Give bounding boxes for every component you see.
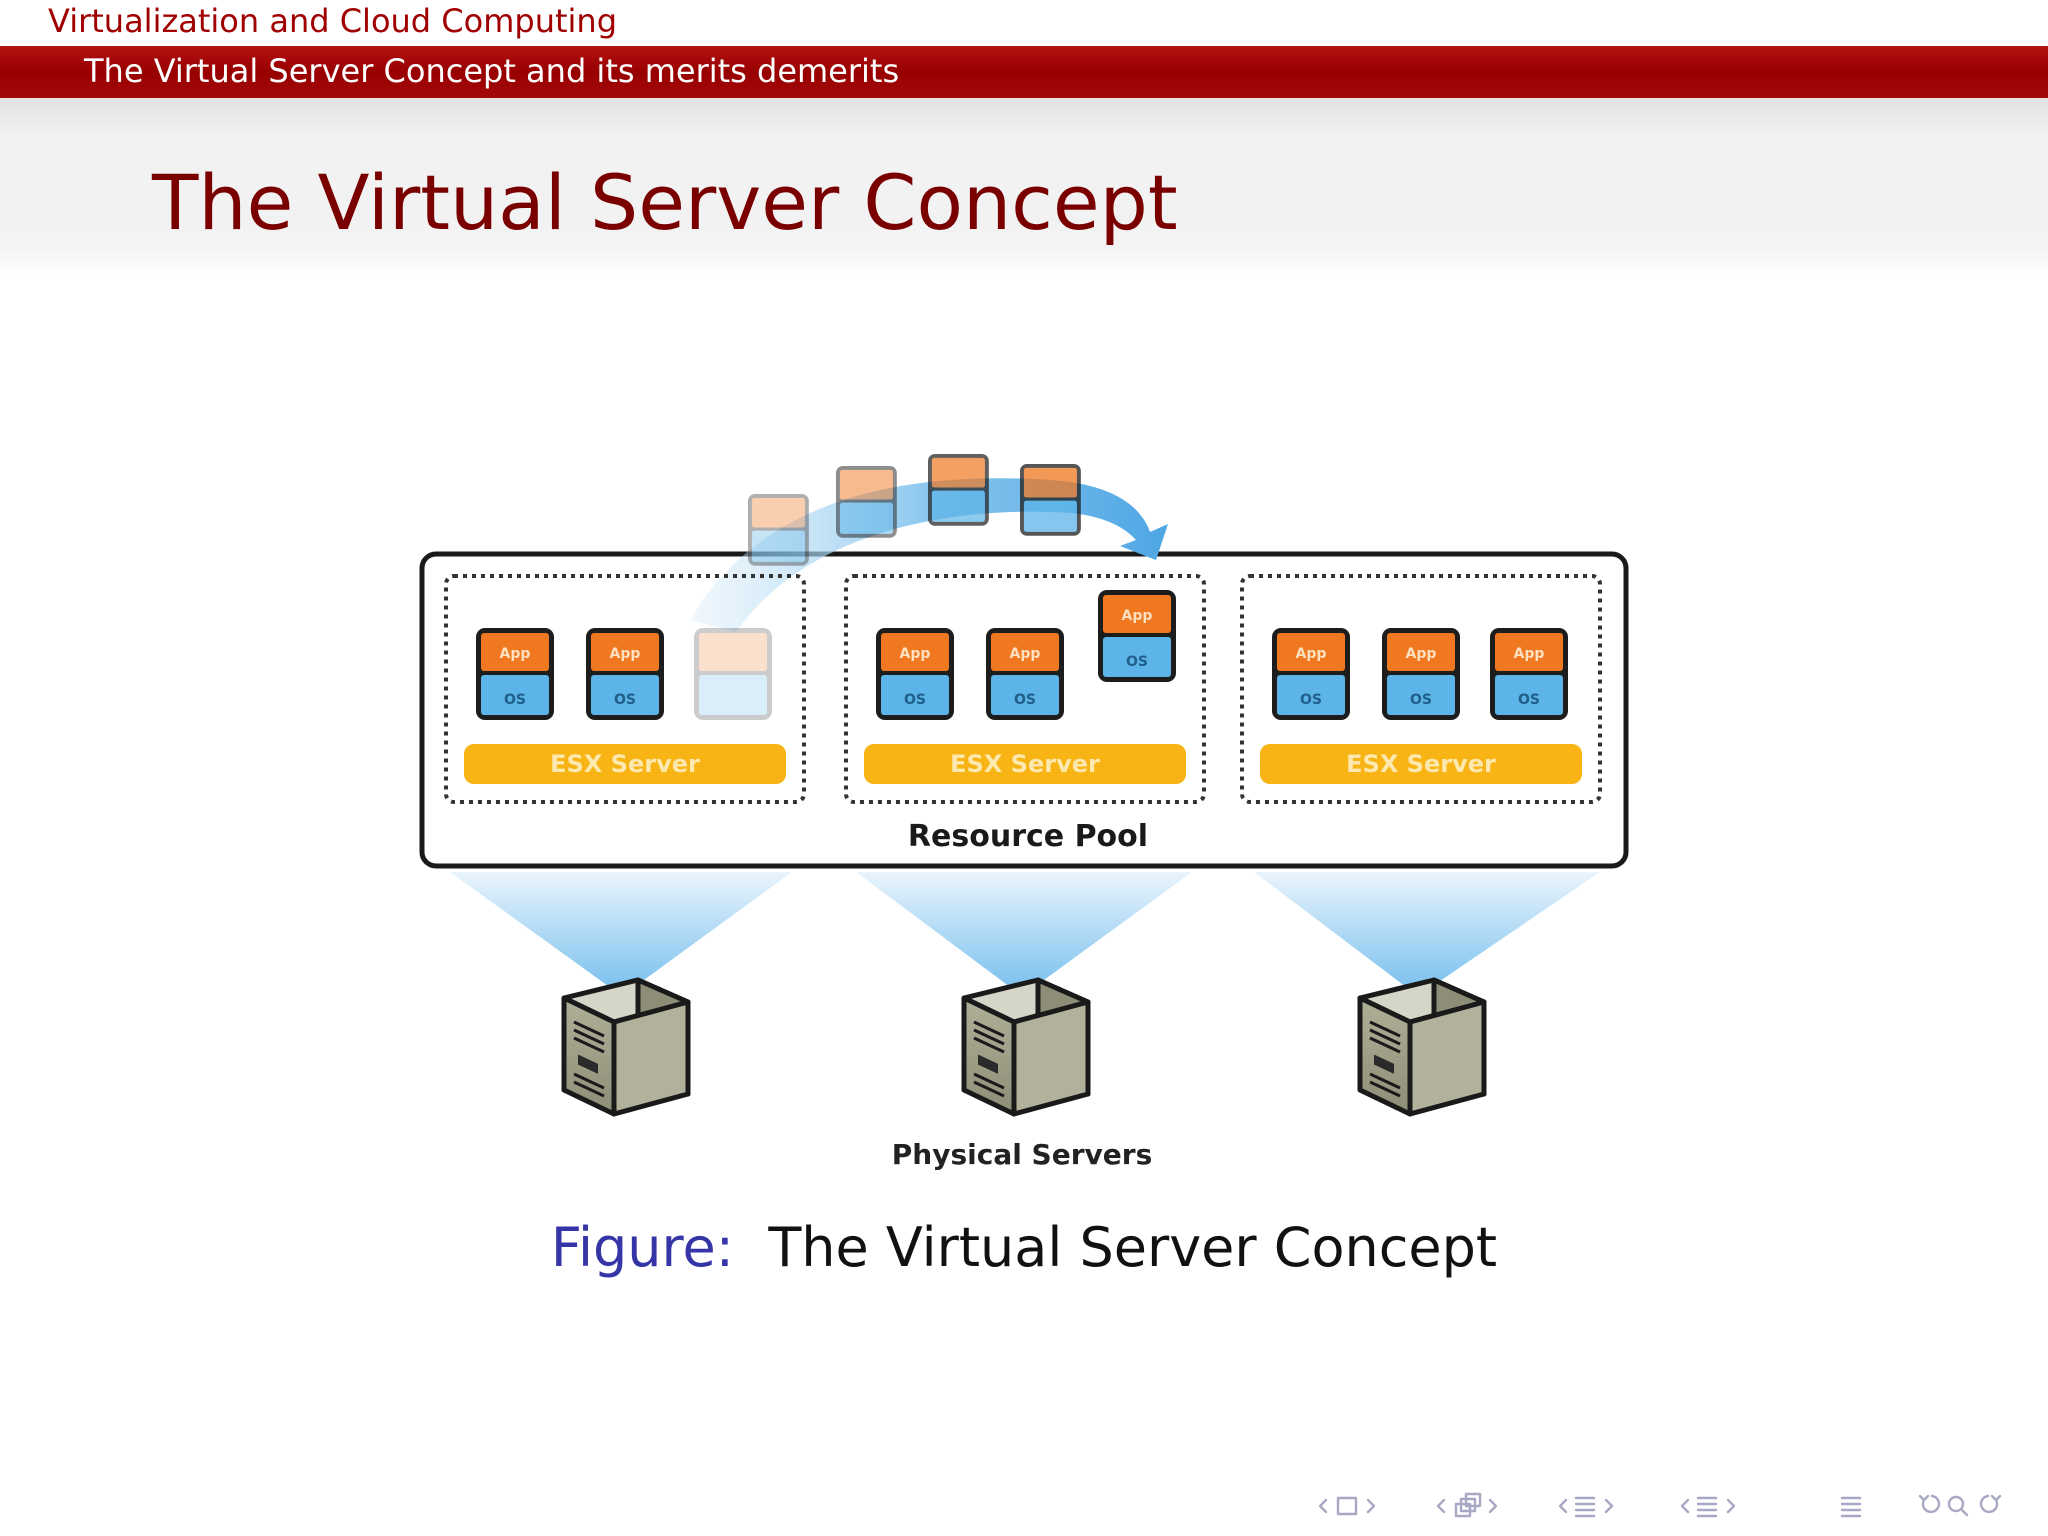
esx-server-label-1: ESX Server (550, 750, 700, 778)
vm-app-label: App (1010, 646, 1041, 662)
beamer-navigation-bar (1318, 1492, 2002, 1518)
subsection-icon[interactable] (1454, 1492, 1482, 1518)
esx-server-bar-1 (464, 744, 786, 784)
esx-host-1: ESX Server (444, 574, 806, 804)
vm-os-label: OS (1300, 692, 1322, 708)
vm-app-label: App (1406, 646, 1437, 662)
migrating-vm-4 (1020, 464, 1081, 536)
undo-icon[interactable] (1918, 1494, 1941, 1514)
vm-app-label: App (1122, 608, 1153, 624)
section-title[interactable]: Virtualization and Cloud Computing (48, 2, 617, 40)
physical-server-1 (564, 980, 688, 1114)
physical-servers-label: Physical Servers (892, 1138, 1153, 1171)
physical-server-3 (1360, 980, 1484, 1114)
arrow-left-icon[interactable] (1436, 1498, 1446, 1514)
arrow-right-icon[interactable] (1366, 1498, 1376, 1514)
esx-server-label-3: ESX Server (1346, 750, 1496, 778)
subsection-title[interactable]: The Virtual Server Concept and its merit… (84, 52, 900, 90)
migrating-vm-2 (836, 466, 897, 538)
arrow-left-icon[interactable] (1318, 1498, 1328, 1514)
arrow-right-icon[interactable] (1488, 1498, 1498, 1514)
vm-app-label: App (500, 646, 531, 662)
migrating-vm-1 (748, 494, 809, 566)
esx-server-bar-2 (864, 744, 1186, 784)
vm-labels: App OS App OS App OS App OS App OS App O… (500, 608, 1545, 708)
search-icon[interactable] (1947, 1495, 1969, 1517)
migration-arc-arrow (690, 478, 1168, 632)
arrow-right-icon[interactable] (1604, 1498, 1614, 1514)
arrow-right-icon[interactable] (1726, 1498, 1736, 1514)
beam-1 (450, 872, 792, 996)
vm-os-label: OS (1126, 654, 1148, 670)
vm-app-label: App (900, 646, 931, 662)
arrow-left-icon[interactable] (1558, 1498, 1568, 1514)
beam-3 (1254, 872, 1600, 996)
list-icon[interactable] (1696, 1496, 1718, 1518)
physical-server-2 (964, 980, 1088, 1114)
vm-os-label: OS (1410, 692, 1432, 708)
frame-title: The Virtual Server Concept (152, 158, 1178, 247)
vm-os-label: OS (1518, 692, 1540, 708)
section-header: Virtualization and Cloud Computing (0, 0, 2048, 46)
vm-os-label: OS (904, 692, 926, 708)
frame-icon[interactable] (1336, 1496, 1358, 1516)
subsection-bar: The Virtual Server Concept and its merit… (0, 46, 2048, 98)
vm-os-label: OS (614, 692, 636, 708)
arrow-left-icon[interactable] (1680, 1498, 1690, 1514)
vm-os-label: OS (1014, 692, 1036, 708)
esx-server-bar-3 (1260, 744, 1582, 784)
frame-title-bar: The Virtual Server Concept (0, 98, 2048, 274)
vm-app-label: App (610, 646, 641, 662)
beam-2 (856, 872, 1192, 996)
redo-icon[interactable] (1979, 1494, 2002, 1514)
vm-app-label: App (1296, 646, 1327, 662)
migrating-vm-3 (928, 454, 989, 526)
esx-host-2: ESX Server (844, 574, 1206, 804)
vm-app-label: App (1514, 646, 1545, 662)
figure-caption: Figure: The Virtual Server Concept (0, 1216, 2048, 1279)
vm-1-ghost (694, 628, 772, 720)
caption-text: The Virtual Server Concept (768, 1216, 1498, 1279)
caption-label: Figure: (550, 1216, 734, 1279)
esx-server-label-2: ESX Server (950, 750, 1100, 778)
vm-os-label: OS (504, 692, 526, 708)
resource-pool-label: Resource Pool (908, 819, 1148, 854)
esx-host-3: ESX Server (1240, 574, 1602, 804)
section-icon[interactable] (1574, 1496, 1596, 1518)
align-icon[interactable] (1840, 1496, 1862, 1518)
